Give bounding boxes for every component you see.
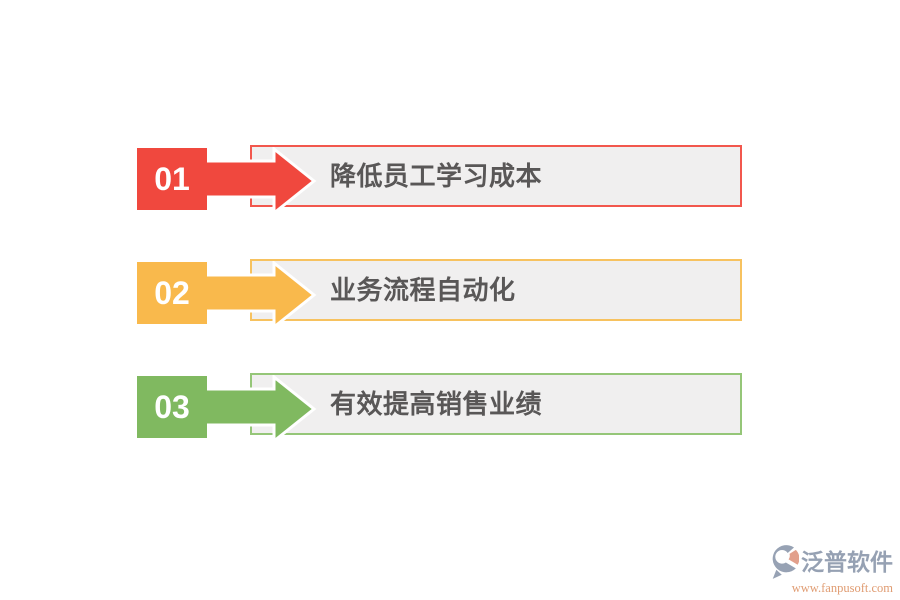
- arrow-shape: [195, 261, 317, 329]
- logo-tail: [772, 569, 782, 579]
- logo-ring: [772, 544, 796, 572]
- feature-label-3: 有效提高销售业绩: [330, 389, 543, 419]
- arrow-right-icon: [195, 147, 317, 215]
- watermark-brand-text: 泛普软件: [801, 549, 893, 575]
- watermark-brand-line: 泛普软件: [770, 544, 893, 580]
- feature-row-3: 有效提高销售业绩 03: [0, 373, 900, 445]
- arrow-right-icon: [195, 375, 317, 443]
- watermark-url: www.fanpusoft.com: [791, 580, 893, 595]
- logo-wedge: [788, 549, 799, 565]
- feature-label-1: 降低员工学习成本: [330, 161, 543, 191]
- number-badge-1: 01: [137, 148, 207, 210]
- arrow-shape: [195, 375, 317, 443]
- number-badge-2: 02: [137, 262, 207, 324]
- feature-bar-1: 降低员工学习成本: [250, 145, 742, 207]
- watermark: 泛普软件 www.fanpusoft.com: [770, 544, 893, 595]
- feature-bar-2: 业务流程自动化: [250, 259, 742, 321]
- feature-row-2: 业务流程自动化 02: [0, 259, 900, 331]
- feature-label-2: 业务流程自动化: [330, 275, 516, 305]
- arrow-right-icon: [195, 261, 317, 329]
- number-badge-3: 03: [137, 376, 207, 438]
- feature-row-1: 降低员工学习成本 01: [0, 145, 900, 217]
- arrow-shape: [195, 147, 317, 215]
- fanpu-logo-icon: [772, 544, 799, 579]
- feature-bar-3: 有效提高销售业绩: [250, 373, 742, 435]
